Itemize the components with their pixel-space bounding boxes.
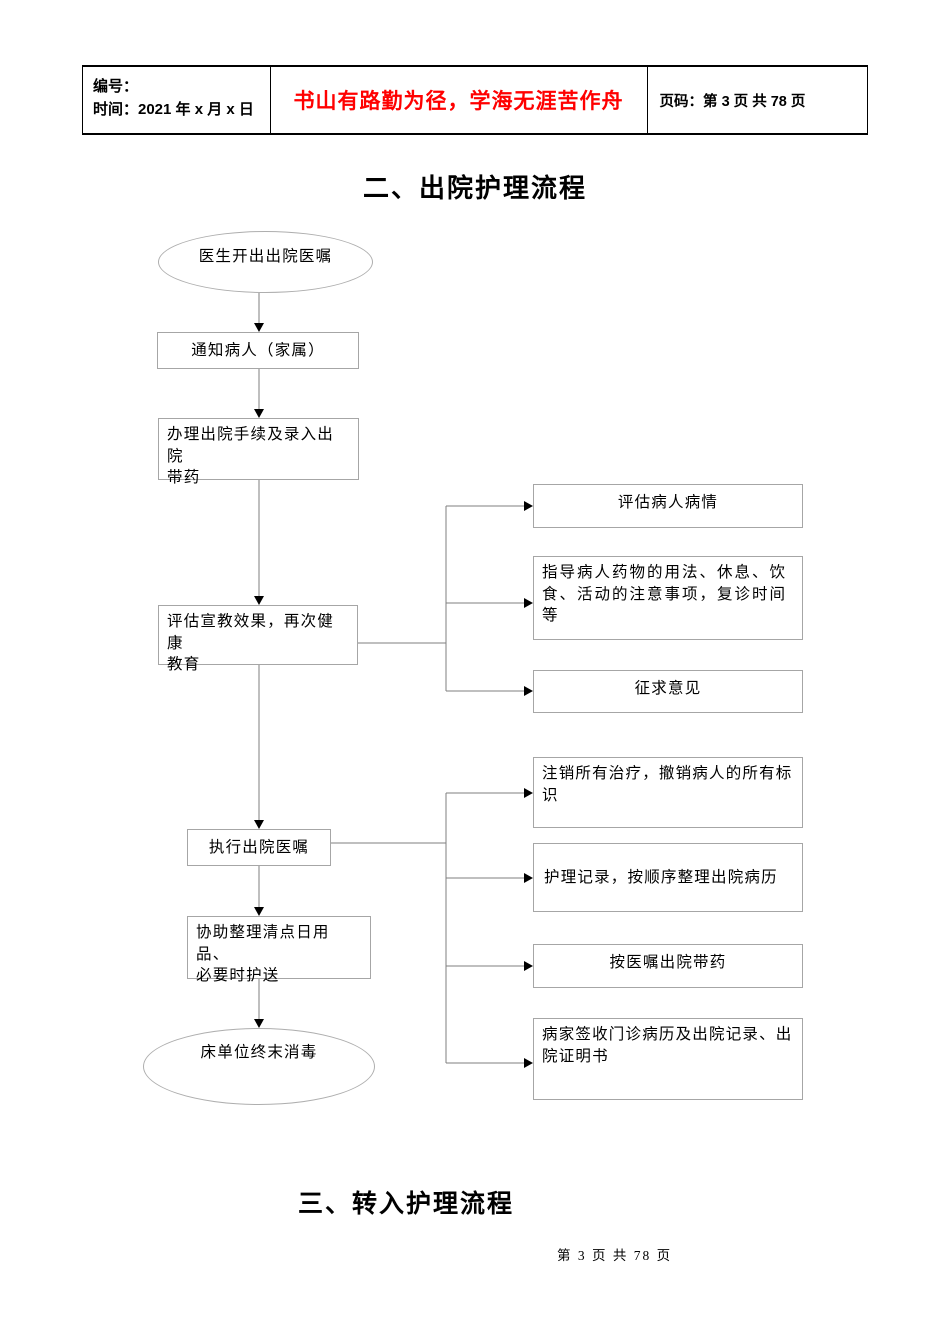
node-execute-order: 执行出院医嘱 (187, 829, 331, 866)
page-footer: 第 3 页 共 78 页 (557, 1248, 673, 1263)
branch-discharge-medication: 按医嘱出院带药 (533, 944, 803, 988)
motto-text: 书山有路勤为径，学海无涯苦作舟 (293, 89, 624, 113)
branch-sign-documents: 病家签收门诊病历及出院记录、出 院证明书 (533, 1018, 803, 1100)
section2-title: 二、出院护理流程 (362, 174, 587, 203)
header-page-label: 页码：第 3 页 共 78 页 (659, 93, 806, 110)
node-start-doctor-order: 医生开出出院医嘱 (158, 231, 373, 293)
header-number-label: 编号： (93, 78, 139, 95)
node-evaluate-education: 评估宣教效果，再次健康 教育 (158, 605, 358, 673)
branch-group-1-connectors (358, 501, 533, 696)
header-cell-page: 页码：第 3 页 共 78 页 (648, 67, 867, 133)
branch-solicit-opinions: 征求意见 (533, 670, 803, 713)
header-cell-left: 编号： 时间：2021 年 x 月 x 日 (83, 67, 271, 133)
node-discharge-procedures: 办理出院手续及录入出院 带药 (158, 418, 359, 486)
branch-guide-medication: 指导病人药物的用法、休息、饮 食、活动的注意事项，复诊时间等 (533, 556, 803, 640)
branch-assess-condition: 评估病人病情 (533, 484, 803, 528)
section3-title: 三、转入护理流程 (298, 1191, 515, 1218)
header-time-label: 时间：2021 年 x 月 x 日 (93, 101, 254, 118)
branch-cancel-treatments: 注销所有治疗，撤销病人的所有标 识 (533, 757, 803, 828)
node-assist-packing: 协助整理清点日用品、 必要时护送 (187, 916, 371, 984)
header-table: 编号： 时间：2021 年 x 月 x 日 书山有路勤为径，学海无涯苦作舟 页码… (82, 65, 868, 135)
node-end-bed-disinfection: 床单位终末消毒 (143, 1028, 375, 1105)
header-cell-motto: 书山有路勤为径，学海无涯苦作舟 (271, 67, 648, 133)
branch-nursing-records: 护理记录，按顺序整理出院病历 (533, 843, 803, 912)
node-notify-patient: 通知病人（家属） (157, 332, 359, 369)
